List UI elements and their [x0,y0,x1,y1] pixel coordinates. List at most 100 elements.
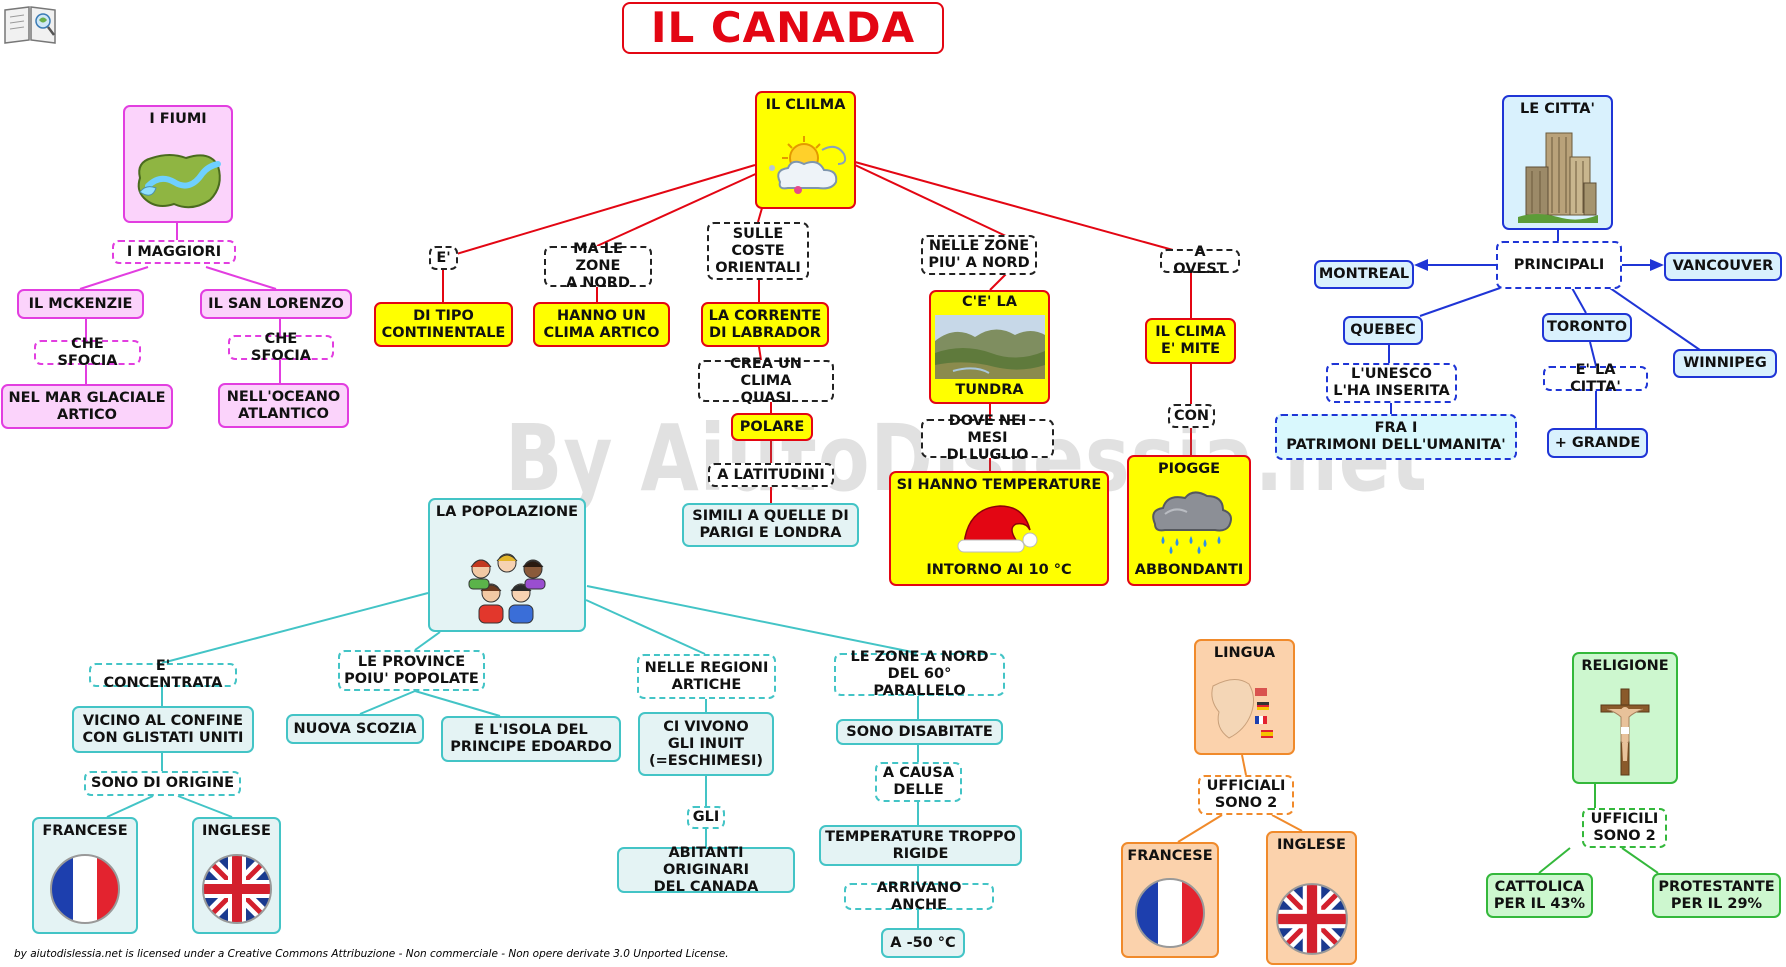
node-label: TORONTO [1546,319,1628,335]
node-label: IL CLILMA [765,97,846,113]
node-tundra[interactable]: C'E' LA TUNDRA [929,290,1050,404]
node-unesco[interactable]: L'UNESCO L'HA INSERITA [1326,363,1457,403]
node-label: SIMILI A QUELLE DI PARIGI E LONDRA [692,508,849,541]
node-continentale[interactable]: DI TIPO CONTINENTALE [374,302,513,347]
node-label: I FIUMI [149,111,207,127]
node-a-latitudini[interactable]: A LATITUDINI [708,463,834,487]
node-maggiori[interactable]: I MAGGIORI [112,240,236,264]
node-popolazione[interactable]: LA POPOLAZIONE [428,498,586,632]
node-toronto[interactable]: TORONTO [1542,313,1632,342]
node-e-la-citta[interactable]: E' LA CITTA' [1543,362,1648,395]
node-label: + GRANDE [1554,434,1641,451]
node-ufficili[interactable]: UFFICILI SONO 2 [1582,808,1667,848]
node-label: POLARE [739,418,805,435]
node-label: RELIGIONE [1581,658,1669,674]
node-francese-1[interactable]: FRANCESE [32,817,138,934]
language-map-icon [1210,679,1273,739]
node-label: IL SAN LORENZO [208,295,344,312]
node-mar-glaciale[interactable]: NEL MAR GLACIALE ARTICO [1,384,173,429]
node-label: WINNIPEG [1683,355,1767,371]
node-piu-grande[interactable]: + GRANDE [1547,428,1648,458]
node-polare[interactable]: POLARE [731,413,813,441]
node-label: FRA I PATRIMONI DELL'UMANITA' [1286,420,1506,453]
node-temp-rigide[interactable]: TEMPERATURE TROPPO RIGIDE [819,825,1022,866]
language-connectors [1177,754,1303,843]
node-fiumi[interactable]: I FIUMI [123,105,233,223]
node-label: IL CLIMA E' MITE [1155,324,1226,357]
node-label: A LATITUDINI [717,466,825,483]
node-montreal[interactable]: MONTREAL [1314,260,1414,289]
node-label: PIOGGE [1157,461,1221,477]
node-label: INGLESE [202,823,271,839]
node-label: SULLE COSTE ORIENTALI [715,225,801,276]
node-ufficiali[interactable]: UFFICIALI SONO 2 [1198,775,1294,815]
node-coste-orientali[interactable]: SULLE COSTE ORIENTALI [707,222,809,280]
node-label: NUOVA SCOZIA [293,720,417,737]
node-confine[interactable]: VICINO AL CONFINE CON GLISTATI UNITI [72,706,254,753]
node-oceano-atlantico[interactable]: NELL'OCEANO ATLANTICO [218,383,349,428]
node-clima[interactable]: IL CLILMA [755,91,856,209]
node-mesi-luglio[interactable]: DOVE NEI MESI DI LUGLIO [921,413,1054,463]
lake-river-icon [137,154,221,209]
node-label: INGLESE [1277,837,1346,853]
node-zone-60[interactable]: LE ZONE A NORD DEL 60° PARALLELO [834,649,1005,699]
node-nuova-scozia[interactable]: NUOVA SCOZIA [286,714,424,744]
node-arrivano-anche[interactable]: ARRIVANO ANCHE [844,880,994,913]
node-inglese-2[interactable]: INGLESE [1266,831,1357,965]
node-temperature[interactable]: SI HANNO TEMPERATURE INTORNO AI 10 °C [889,471,1109,586]
node-di-origine[interactable]: SONO DI ORIGINE [84,771,241,796]
node-a-ovest[interactable]: A OVEST [1160,244,1240,277]
arrow-to-montreal [1414,259,1428,271]
node-clima-mite[interactable]: IL CLIMA E' MITE [1145,318,1236,364]
node-che-sfocia-2[interactable]: CHE SFOCIA [228,331,334,364]
node-con[interactable]: CON [1168,404,1215,428]
node-concentrata[interactable]: E' CONCENTRATA [89,658,237,691]
node-crea-clima[interactable]: CREA UN CLIMA QUASI [698,356,834,406]
node-label: CHE SFOCIA [251,330,311,364]
node-regioni-artiche[interactable]: NELLE REGIONI ARTICHE [637,654,776,699]
node-mckenzie[interactable]: IL MCKENZIE [17,289,144,319]
node-religione[interactable]: RELIGIONE [1572,652,1678,784]
node-label: CREA UN CLIMA QUASI [730,355,802,406]
node-zone-a-nord[interactable]: MA LE ZONE A NORD [544,241,652,291]
node-protestante[interactable]: PROTESTANTE PER IL 29% [1652,873,1781,918]
arrow-to-vancouver [1650,259,1664,271]
node-lingua[interactable]: LINGUA [1194,639,1295,755]
node-abitanti-originari[interactable]: ABITANTI ORIGINARI DEL CANADA [617,845,795,895]
node-inglese-1[interactable]: INGLESE [192,817,281,934]
node-label: E L'ISOLA DEL PRINCIPE EDOARDO [450,722,612,755]
node-label: TEMPERATURE TROPPO RIGIDE [825,828,1016,862]
node-e[interactable]: E' [429,246,458,270]
node-clima-artico[interactable]: HANNO UN CLIMA ARTICO [533,302,670,347]
node-province[interactable]: LE PROVINCE POIU' POPOLATE [338,650,485,691]
node-san-lorenzo[interactable]: IL SAN LORENZO [200,289,352,319]
node-vancouver[interactable]: VANCOUVER [1664,252,1782,281]
node-label: DOVE NEI MESI DI LUGLIO [946,413,1029,463]
node-winnipeg[interactable]: WINNIPEG [1673,349,1777,378]
node-label: NEL MAR GLACIALE ARTICO [8,389,166,423]
node-francese-2[interactable]: FRANCESE [1121,842,1219,958]
node-principali[interactable]: PRINCIPALI [1496,241,1622,289]
node-quebec[interactable]: QUEBEC [1343,316,1423,345]
node-disabitate[interactable]: SONO DISABITATE [836,719,1003,745]
node-cattolica[interactable]: CATTOLICA PER IL 43% [1486,873,1593,918]
node-corrente-labrador[interactable]: LA CORRENTE DI LABRADOR [701,302,829,347]
node-piogge[interactable]: PIOGGE ABBONDANTI [1127,455,1251,586]
node-label: MA LE ZONE A NORD [566,241,630,291]
node-zone-piu-a-nord[interactable]: NELLE ZONE PIU' A NORD [921,235,1037,275]
node-gli[interactable]: GLI [687,806,725,829]
node-che-sfocia-1[interactable]: CHE SFOCIA [34,336,141,369]
node-parigi-londra[interactable]: SIMILI A QUELLE DI PARIGI E LONDRA [682,503,859,547]
node-label: INTORNO AI 10 °C [926,562,1072,578]
node-label: CON [1173,407,1210,424]
node-principe-edoardo[interactable]: E L'ISOLA DEL PRINCIPE EDOARDO [441,716,621,762]
node-citta[interactable]: LE CITTA' [1502,95,1613,230]
node-inuit[interactable]: CI VIVONO GLI INUIT (=ESCHIMESI) [638,712,774,776]
node-patrimoni[interactable]: FRA I PATRIMONI DELL'UMANITA' [1275,414,1517,460]
node-a-causa[interactable]: A CAUSA DELLE [875,762,962,802]
node-label: SONO DI ORIGINE [91,775,234,791]
uk-flag-icon [201,854,272,924]
node-label: A -50 °C [890,934,956,951]
node-meno-50[interactable]: A -50 °C [881,928,965,958]
